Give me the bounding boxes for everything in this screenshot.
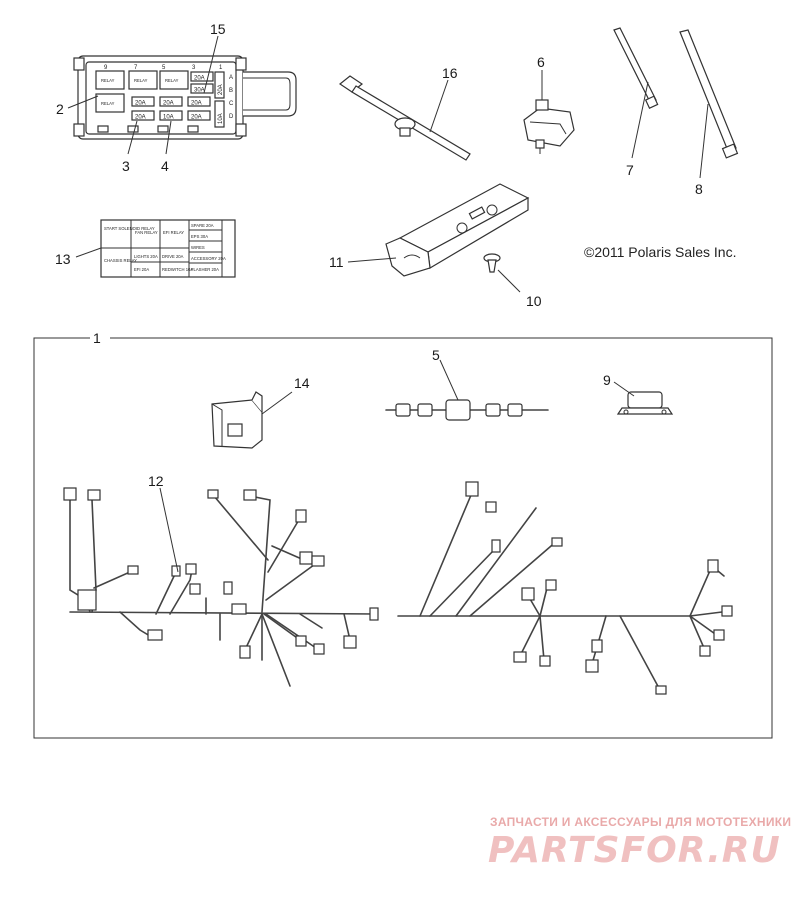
callout-14: 14	[294, 375, 310, 391]
fuse-rating: 20A	[135, 101, 146, 107]
relay-label: RELAY	[101, 101, 115, 106]
card-cell: WIRES	[191, 245, 205, 250]
card-cell: ACCESSORY 20A	[191, 256, 226, 261]
relay-label: RELAY	[134, 78, 148, 83]
card-cell: SPARE 20A	[191, 223, 214, 228]
card-cell: LIGHTS 20A	[134, 254, 158, 259]
harness-group-frame	[33, 337, 773, 739]
cable-tie-8[interactable]	[679, 29, 739, 159]
mounting-bracket[interactable]	[385, 183, 530, 277]
fuse-rating: 10A	[163, 115, 174, 121]
fuse-slot-number: 9	[104, 65, 108, 71]
fuse-slot-number: 1	[219, 65, 223, 71]
fuse-rating: 20A	[135, 115, 146, 121]
card-cell: FAN RELAY	[135, 230, 158, 235]
row-letter: C	[229, 101, 234, 107]
fuse-rating: 20A	[194, 76, 205, 82]
card-cell: REDWITCH 10A	[162, 267, 193, 272]
push-rivet[interactable]	[483, 253, 501, 273]
fuse-label-card[interactable]: START SOLENOID RELAY FAN RELAY EFI RELAY…	[100, 219, 236, 278]
connector-6[interactable]	[523, 99, 575, 154]
card-cell: FLASHER 20A	[191, 267, 219, 272]
fuse-rating: 10A	[218, 113, 224, 124]
relay-label: RELAY	[101, 78, 115, 83]
card-cell: DRIVE 20A	[162, 254, 184, 259]
callout-15: 15	[210, 21, 226, 37]
fuse-rating: 20A	[191, 115, 202, 121]
watermark-brand: PARTSFOR.RU	[488, 830, 781, 871]
card-cell: EFI RELAY	[163, 230, 184, 235]
callout-13: 13	[55, 251, 71, 267]
callout-3: 3	[122, 158, 130, 174]
card-cell: CHASSIS RELAY	[104, 258, 137, 263]
circuit-breaker[interactable]	[616, 391, 674, 415]
callout-9: 9	[603, 372, 611, 388]
wire-harness-left[interactable]	[63, 487, 379, 687]
callout-8: 8	[695, 181, 703, 197]
callout-2: 2	[56, 101, 64, 117]
cable-tie-mount[interactable]	[338, 75, 471, 161]
fuse-rating: 20A	[191, 101, 202, 107]
fuse-slot-number: 3	[192, 65, 196, 71]
callout-6: 6	[537, 54, 545, 70]
fuse-rating: 20A	[218, 84, 224, 95]
card-cell: EFI 20A	[134, 267, 149, 272]
callout-10: 10	[526, 293, 542, 309]
wire-harness-right[interactable]	[397, 481, 733, 695]
connector-14[interactable]	[211, 391, 263, 449]
callout-16: 16	[442, 65, 458, 81]
cable-tie-7[interactable]	[613, 27, 659, 110]
watermark-tagline: ЗАПЧАСТИ И АКСЕССУАРЫ ДЛЯ МОТОТЕХНИКИ	[490, 815, 792, 829]
inline-fuse-holder[interactable]	[385, 399, 549, 421]
row-letter: D	[229, 114, 234, 120]
callout-1: 1	[93, 330, 101, 346]
fuse-box[interactable]: 9 7 5 3 1 RELAY RELAY RELAY RELAY 20A 30…	[73, 55, 297, 140]
card-cell: EPS 30A	[191, 234, 208, 239]
card-cell: START SOLENOID RELAY	[104, 226, 155, 231]
callout-4: 4	[161, 158, 169, 174]
copyright-notice: ©2011 Polaris Sales Inc.	[584, 244, 737, 260]
fuse-rating: 30A	[194, 88, 205, 94]
fuse-slot-number: 5	[162, 65, 166, 71]
relay-label: RELAY	[165, 78, 179, 83]
callout-11: 11	[329, 254, 344, 270]
callout-12: 12	[148, 473, 164, 489]
fuse-rating: 20A	[163, 101, 174, 107]
row-letter: A	[229, 75, 233, 81]
callout-5: 5	[432, 347, 440, 363]
row-letter: B	[229, 88, 233, 94]
fuse-slot-number: 7	[134, 65, 138, 71]
callout-7: 7	[626, 162, 634, 178]
